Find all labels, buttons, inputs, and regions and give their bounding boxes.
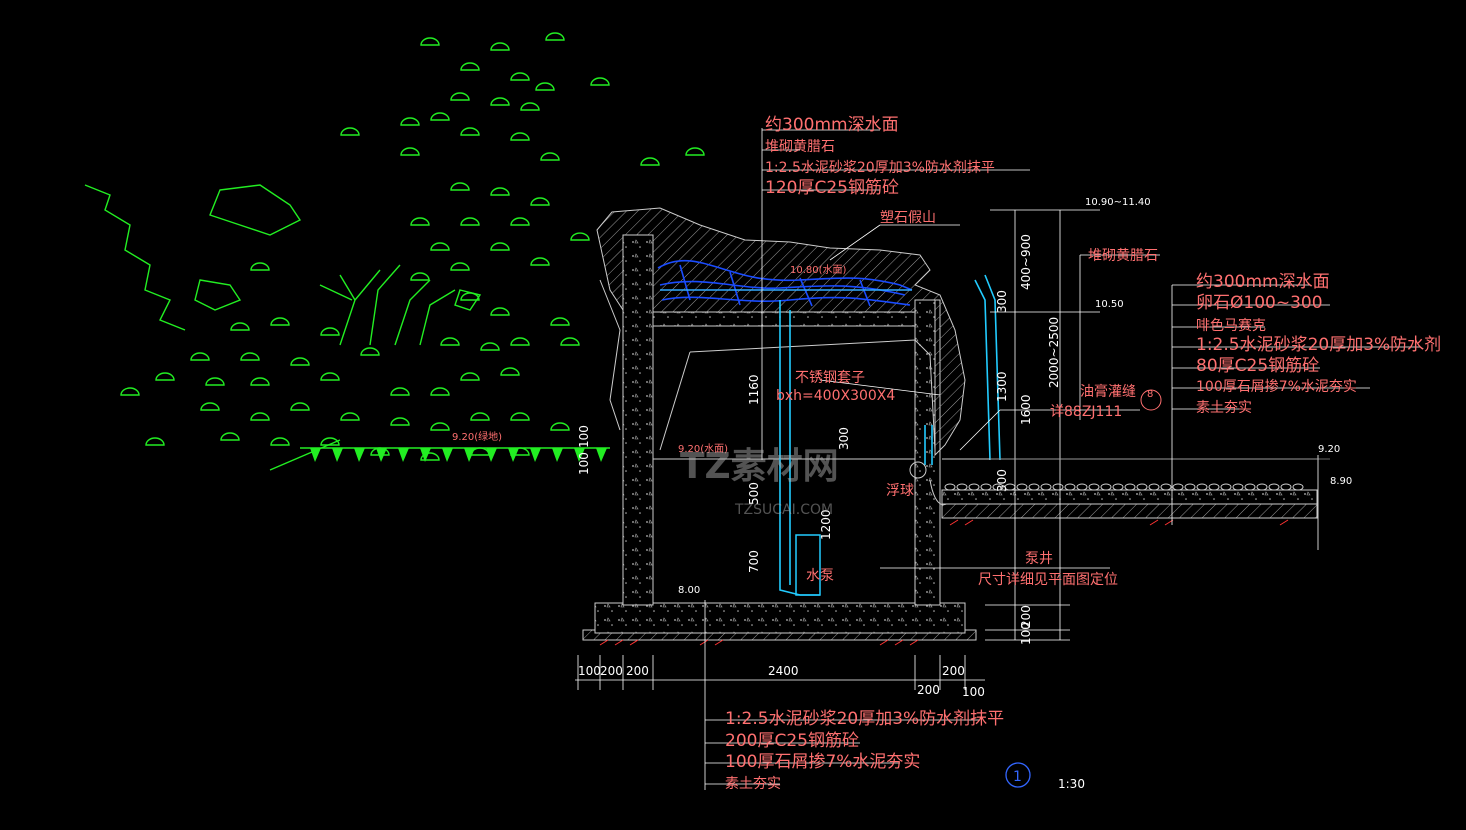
dim-right-2: 300 xyxy=(995,290,1009,313)
drawing-scale: 1:30 xyxy=(1058,777,1085,791)
pump-label: 水泵 xyxy=(806,568,834,584)
joint-ref-circle xyxy=(1140,389,1162,411)
elev-right-base: 8.90 xyxy=(1330,476,1352,487)
callout-top-1: 约300mm深水面 xyxy=(765,115,899,135)
callout-bottom-1: 1:2.5水泥砂浆20厚加3%防水剂抹平 xyxy=(725,709,1004,729)
callout-top-2: 堆砌黄腊石 xyxy=(765,138,835,155)
sump-note: 尺寸详细见平面图定位 xyxy=(978,572,1118,588)
dim-bottom-1: 100 xyxy=(578,664,601,678)
callout-right-7: 素土夯实 xyxy=(1196,400,1252,416)
dim-center-5: 700 xyxy=(747,550,761,573)
dim-bottom-7: 100 xyxy=(962,685,985,699)
dim-right-3: 1300 xyxy=(995,371,1009,402)
callout-top-3: 1:2.5水泥砂浆20厚加3%防水剂抹平 xyxy=(765,160,995,176)
joint-detail-label: 详88ZJ111 xyxy=(1050,404,1122,420)
pool-structure xyxy=(582,207,1318,646)
watermark-url: TZSUCAI.COM xyxy=(734,502,833,518)
elev-right-ground: 9.20 xyxy=(1318,444,1340,455)
dim-bottom-2: 200 xyxy=(600,664,623,678)
dim-center-4: 1200 xyxy=(819,509,833,540)
elev-green-land: 9.20(绿地) xyxy=(452,430,502,443)
joint-label: 油膏灌缝 xyxy=(1080,383,1136,400)
callout-top-4: 120厚C25钢筋砼 xyxy=(765,178,899,198)
dim-right-8: 100 xyxy=(1019,622,1033,645)
stacked-stone-label: 堆砌黄腊石 xyxy=(1088,247,1158,264)
elev-pit-floor: 8.00 xyxy=(678,585,700,596)
callout-right-3: 啡色马赛克 xyxy=(1196,317,1266,334)
dimension-lines xyxy=(575,128,1420,790)
float-ball-label: 浮球 xyxy=(886,483,914,499)
callout-right-2: 卵石Ø100~300 xyxy=(1196,293,1323,313)
dim-right-6: 1600 xyxy=(1019,394,1033,425)
elev-water-surface: 10.80(水面) xyxy=(790,264,847,276)
dim-bottom-5: 200 xyxy=(942,664,965,678)
dim-right-4: 300 xyxy=(995,469,1009,492)
rockery-label: 塑石假山 xyxy=(880,210,936,226)
callout-bottom-4: 素土夯实 xyxy=(725,776,781,792)
dim-bottom-4: 2400 xyxy=(768,664,799,678)
grass-ground-marks xyxy=(310,448,607,462)
dim-bottom-6: 200 xyxy=(917,683,940,697)
dim-bottom-3: 200 xyxy=(626,664,649,678)
callout-right-5: 80厚C25钢筋砼 xyxy=(1196,356,1319,376)
callout-right-4: 1:2.5水泥砂浆20厚加3%防水剂 xyxy=(1196,335,1441,355)
detail-number-circle xyxy=(1005,762,1031,788)
elev-top-range: 10.90~11.40 xyxy=(1085,197,1151,208)
detail-number: 1 xyxy=(1013,769,1022,785)
sump-label: 泵井 xyxy=(1025,551,1053,567)
joint-ref-number: 8 xyxy=(1147,389,1153,400)
elev-right-upper: 10.50 xyxy=(1095,299,1124,310)
sleeve-label: 不锈钢套子 xyxy=(795,370,865,386)
dim-center-3: 500 xyxy=(747,482,761,505)
watermark-brand: TZ素材网 xyxy=(680,446,839,487)
dim-left-1: 100 xyxy=(577,425,591,448)
dim-center-2: 300 xyxy=(837,427,851,450)
callout-bottom-3: 100厚石屑掺7%水泥夯实 xyxy=(725,752,920,772)
dim-right-7: 200 xyxy=(1019,605,1033,628)
callout-right-6: 100厚石屑掺7%水泥夯实 xyxy=(1196,378,1357,395)
dim-right-1: 400~900 xyxy=(1019,234,1033,290)
callout-bottom-2: 200厚C25钢筋砼 xyxy=(725,731,859,751)
dim-left-2: 100 xyxy=(577,452,591,475)
elev-inner-water: 9.20(水面) xyxy=(678,443,728,455)
dim-center-1: 1160 xyxy=(747,374,761,405)
callout-right-1: 约300mm深水面 xyxy=(1196,272,1330,292)
tree-shrub-graphic xyxy=(84,32,705,471)
sleeve-size-label: bxh=400X300X4 xyxy=(776,388,895,404)
dim-right-5: 2000~2500 xyxy=(1047,317,1061,388)
